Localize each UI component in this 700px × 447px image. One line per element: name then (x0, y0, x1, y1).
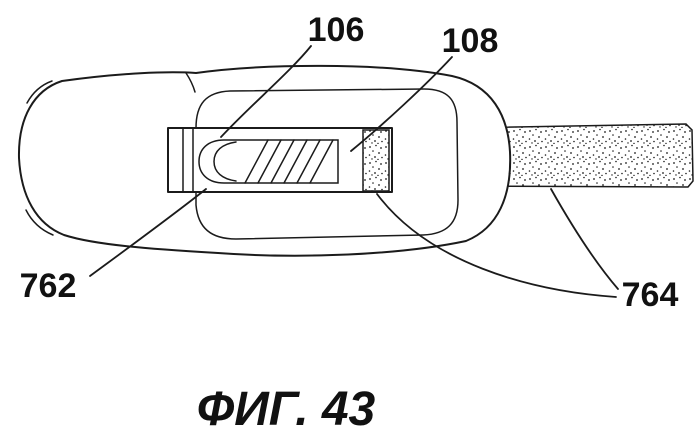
leader-line-764-window (376, 193, 617, 298)
ref-label-764: 764 (622, 276, 679, 314)
display-window (167, 127, 393, 193)
end-cap-seam-bottom (25, 209, 54, 236)
leader-line-762 (89, 188, 207, 277)
ref-label-762: 762 (20, 267, 77, 305)
ref-label-108: 108 (442, 22, 499, 60)
window-stipple-region (362, 129, 390, 192)
leader-line-106 (220, 45, 312, 138)
inner-panel-outline (195, 88, 459, 240)
leader-line-764-strap (550, 188, 619, 290)
end-cap-seam-top (26, 80, 53, 104)
figure-caption: ФИГ. 43 (197, 383, 376, 436)
panel-top-junction-line (185, 72, 196, 93)
slot-capsule (198, 139, 339, 184)
ref-label-106: 106 (308, 11, 365, 49)
hatch-lines (244, 139, 334, 184)
leader-line-108 (350, 56, 453, 152)
slot-inner-arc (213, 141, 237, 182)
